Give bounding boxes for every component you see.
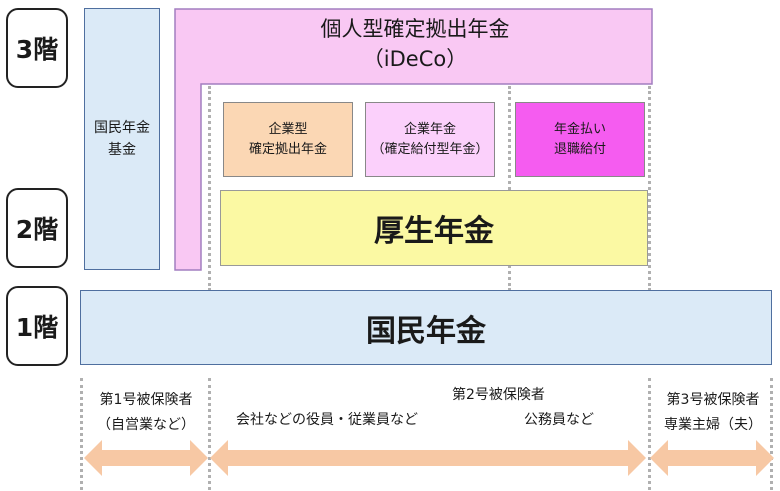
kigyou-nenkin-box: 企業年金 （確定給付型年金） <box>365 102 495 177</box>
ideco-label: 個人型確定拠出年金 （iDeCo） <box>230 12 600 76</box>
kokumin-nenkin-label: 国民年金 <box>366 313 486 349</box>
separator-line-3 <box>648 86 651 291</box>
group3-title: 第3号被保険者 <box>666 392 760 408</box>
ideco-label-line1: 個人型確定拠出年金 <box>320 17 510 41</box>
nenkin-barai-line1: 年金払い <box>553 121 606 137</box>
nenkin-barai-line2: 退職給付 <box>553 141 606 157</box>
separator-line-6 <box>80 378 83 490</box>
group1-title: 第1号被保険者 <box>99 392 193 408</box>
kousei-nenkin-label: 厚生年金 <box>374 214 494 249</box>
kokumin-nenkin-box: 国民年金 <box>80 290 772 365</box>
kigyougata-line2: 確定拠出年金 <box>248 141 327 157</box>
group2-title: 第2号被保険者 <box>452 387 545 403</box>
separator-line-5 <box>648 378 651 490</box>
floor-label-2: 2階 <box>6 188 68 268</box>
group3-caption: 第3号被保険者 専業主婦（夫） <box>650 388 776 438</box>
separator-line-2 <box>508 86 511 291</box>
kigyougata-line1: 企業型 <box>268 121 308 137</box>
separator-line-1 <box>208 86 211 291</box>
group1-caption: 第1号被保険者 （自営業など） <box>84 388 208 438</box>
kigyou-nenkin-line2: （確定給付型年金） <box>371 141 489 157</box>
separator-line-4 <box>208 378 211 490</box>
separator-line-7 <box>770 378 773 490</box>
group2-company: 会社などの役員・従業員など <box>236 412 418 428</box>
kousei-nenkin-box: 厚生年金 <box>220 190 648 266</box>
group1-desc: （自営業など） <box>97 417 195 433</box>
kigyougata-box: 企業型 確定拠出年金 <box>223 102 353 177</box>
ideco-box <box>174 8 653 271</box>
kokumin-nenkin-kikin-box: 国民年金 基金 <box>84 8 160 270</box>
group3-desc: 専業主婦（夫） <box>664 417 762 433</box>
group2-public: 公務員など <box>524 412 594 428</box>
ideco-label-line2: （iDeCo） <box>362 47 468 71</box>
group2-range-arrow <box>210 440 646 476</box>
kigyou-nenkin-line1: 企業年金 <box>403 121 456 137</box>
kokumin-nenkin-kikin-line1: 国民年金 <box>94 120 150 136</box>
floor-label-3: 3階 <box>6 8 68 88</box>
floor-label-1: 1階 <box>6 286 68 366</box>
nenkin-barai-box: 年金払い 退職給付 <box>515 102 645 177</box>
group3-range-arrow <box>650 440 774 476</box>
kokumin-nenkin-kikin-line2: 基金 <box>108 142 136 158</box>
group1-range-arrow <box>84 440 208 476</box>
